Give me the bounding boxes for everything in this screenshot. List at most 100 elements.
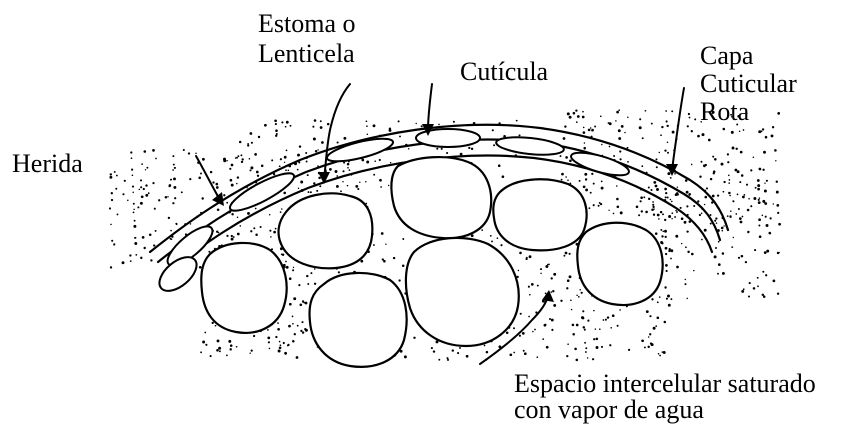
stipple-dot: [739, 131, 741, 133]
stipple-dot: [639, 118, 641, 120]
stipple-dot: [526, 257, 528, 259]
stipple-dot: [134, 242, 137, 245]
stipple-dot: [717, 194, 719, 196]
stipple-dot: [684, 283, 686, 285]
stipple-dot: [152, 182, 154, 184]
stipple-dot: [540, 273, 541, 274]
stipple-dot: [109, 207, 111, 209]
stipple-dot: [579, 289, 581, 291]
stipple-dot: [239, 141, 242, 144]
stipple-dot: [181, 191, 183, 193]
stipple-dot: [388, 185, 389, 186]
stipple-dot: [777, 293, 779, 295]
stipple-dot: [347, 185, 349, 187]
label-capa-line2: Cuticular: [700, 69, 797, 98]
stipple-dot: [613, 213, 615, 215]
stipple-dot: [305, 302, 308, 305]
stipple-dot: [701, 213, 703, 215]
stipple-dot: [142, 236, 145, 239]
stipple-dot: [608, 210, 609, 211]
stipple-dot: [293, 267, 294, 268]
stipple-dot: [235, 157, 237, 159]
stipple-dot: [585, 351, 587, 353]
stipple-dot: [518, 270, 519, 271]
stipple-dot: [578, 296, 580, 298]
stipple-dot: [666, 120, 668, 122]
stipple-dot: [762, 169, 764, 171]
stipple-dot: [764, 183, 765, 184]
stipple-dot: [336, 185, 339, 188]
stipple-dot: [649, 333, 651, 335]
stipple-dot: [468, 147, 470, 149]
stipple-dot: [770, 217, 772, 219]
stipple-dot: [195, 153, 197, 155]
stipple-dot: [140, 179, 142, 181]
stipple-dot: [565, 156, 568, 159]
stipple-dot: [217, 339, 220, 342]
stipple-dot: [723, 181, 725, 183]
pointer-capa: [672, 88, 684, 170]
stipple-dot: [704, 204, 705, 205]
stipple-dot: [601, 346, 603, 348]
stipple-dot: [226, 235, 228, 237]
stipple-dot: [237, 233, 240, 236]
stipple-dot: [777, 112, 780, 115]
stipple-dot: [389, 129, 392, 132]
stipple-dot: [258, 136, 260, 138]
stipple-dot: [662, 230, 664, 232]
stipple-dot: [616, 111, 619, 114]
stipple-dot: [660, 134, 662, 136]
stipple-dot: [627, 161, 629, 163]
stipple-dot: [255, 233, 258, 236]
stipple-dot: [226, 355, 228, 357]
stipple-dot: [342, 170, 344, 172]
stipple-dot: [648, 198, 650, 200]
stipple-dot: [317, 149, 318, 150]
stipple-dot: [308, 191, 310, 193]
stipple-dot: [288, 170, 290, 172]
stipple-dot: [758, 201, 761, 204]
stipple-dot: [577, 115, 580, 118]
stipple-dot: [607, 316, 609, 318]
stipple-dot: [285, 261, 287, 263]
stipple-dot: [738, 257, 740, 259]
stipple-dot: [569, 159, 572, 162]
stipple-dot: [549, 318, 551, 320]
stipple-dot: [233, 236, 235, 238]
stipple-dot: [621, 125, 624, 128]
stipple-dot: [275, 123, 277, 125]
stipple-dot: [373, 174, 375, 176]
stipple-dot: [576, 324, 579, 327]
stipple-dot: [292, 323, 294, 325]
stipple-dot: [133, 212, 135, 214]
stipple-dot: [742, 196, 745, 199]
stipple-dot: [765, 274, 767, 276]
stipple-dot: [402, 265, 405, 268]
stipple-dot: [303, 302, 305, 304]
stipple-dot: [658, 218, 660, 220]
stipple-dot: [665, 236, 667, 238]
stipple-dot: [286, 150, 288, 152]
stipple-dot: [536, 356, 538, 358]
stipple-dot: [360, 260, 363, 263]
stipple-dot: [758, 225, 760, 227]
stipple-dot: [566, 287, 568, 289]
stipple-dot: [759, 197, 761, 199]
stipple-dot: [674, 173, 676, 175]
stipple-dot: [247, 212, 250, 215]
stipple-dot: [111, 192, 113, 194]
stipple-dot: [670, 258, 672, 260]
stipple-dot: [657, 301, 659, 303]
stipple-dot: [650, 189, 652, 191]
stipple-dot: [750, 169, 752, 171]
stipple-dot: [366, 125, 368, 127]
stipple-dot: [685, 279, 686, 280]
stipple-dot: [766, 224, 769, 227]
stipple-dot: [771, 134, 774, 137]
stipple-dot: [655, 185, 658, 188]
stipple-dot: [277, 322, 279, 324]
stipple-dot: [571, 309, 573, 311]
stipple-dot: [716, 222, 718, 224]
stipple-dot: [217, 208, 220, 211]
stipple-dot: [570, 300, 572, 302]
